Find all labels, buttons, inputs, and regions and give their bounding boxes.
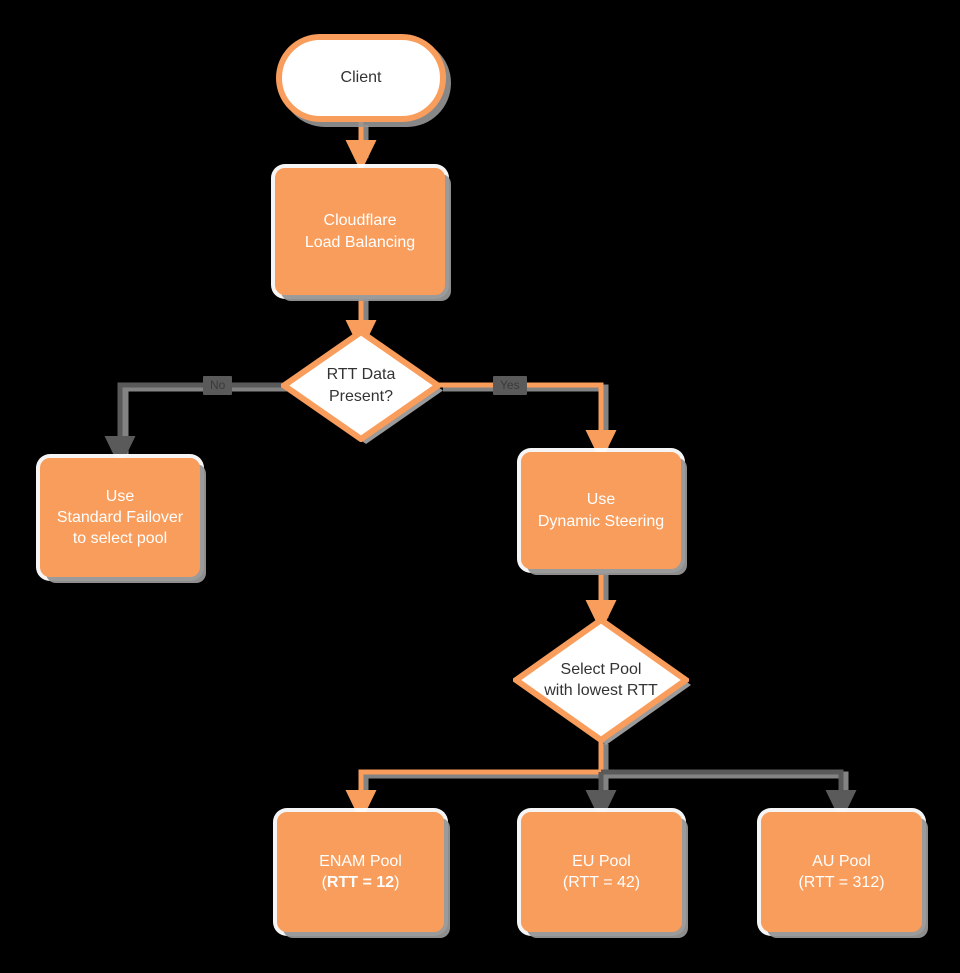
enam-pool-rtt-value: RTT = 12: [326, 874, 395, 891]
dynamic-steering-line1: Use: [586, 491, 616, 509]
enam-pool-line2: (RTT = 12): [319, 872, 402, 893]
edge-select-to-enam: [345, 741, 604, 822]
select-pool-line1: Select Pool: [560, 660, 642, 678]
au-pool-line2: (RTT = 312): [798, 874, 885, 891]
node-dynamic-steering[interactable]: Use Dynamic Steering: [521, 452, 681, 569]
rtt-decision-line1: RTT Data: [326, 366, 396, 384]
node-enam-pool[interactable]: ENAM Pool (RTT = 12): [277, 812, 444, 932]
node-eu-pool[interactable]: EU Pool (RTT = 42): [521, 812, 682, 932]
node-lb-label-line1: Cloudflare: [323, 212, 397, 230]
standard-failover-line3: to select pool: [72, 530, 168, 548]
enam-pool-line1: ENAM Pool: [319, 852, 402, 870]
standard-failover-line1: Use: [105, 487, 135, 505]
rtt-decision-label: RTT Data Present?: [281, 329, 441, 442]
eu-pool-line2: (RTT = 42): [562, 874, 641, 891]
enam-pool-paren-open: (: [321, 874, 327, 891]
select-pool-shape: [513, 617, 689, 743]
standard-failover-line2: Standard Failover: [56, 508, 184, 526]
edge-select-to-au: [601, 769, 857, 822]
au-pool-line1: AU Pool: [812, 852, 871, 870]
node-lb-label-line2: Load Balancing: [304, 233, 416, 251]
node-client-label: Client: [340, 69, 382, 87]
edge-decision-no: [104, 382, 283, 468]
edge-label-no: No: [203, 376, 233, 396]
enam-pool-paren-close: ): [394, 874, 400, 891]
node-select-pool[interactable]: Select Pool with lowest RTT: [513, 617, 691, 745]
rtt-decision-line2: Present?: [328, 387, 394, 405]
node-rtt-decision[interactable]: RTT Data Present?: [281, 329, 443, 444]
node-client[interactable]: Client: [276, 34, 446, 122]
select-pool-line2: with lowest RTT: [544, 682, 658, 699]
edge-label-yes: Yes: [493, 376, 527, 396]
eu-pool-line1: EU Pool: [572, 852, 631, 870]
dynamic-steering-line2: Dynamic Steering: [537, 512, 665, 530]
node-au-pool[interactable]: AU Pool (RTT = 312): [761, 812, 922, 932]
node-cloudflare-load-balancing[interactable]: Cloudflare Load Balancing: [275, 168, 445, 295]
select-pool-label: Select Pool with lowest RTT: [513, 617, 689, 743]
node-standard-failover[interactable]: Use Standard Failover to select pool: [40, 458, 200, 577]
rtt-decision-shape: [281, 329, 441, 442]
